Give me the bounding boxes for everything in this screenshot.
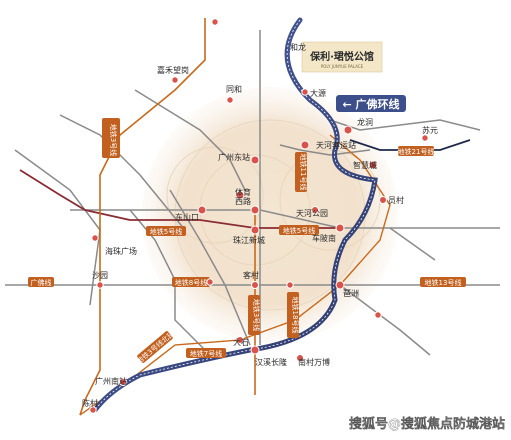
label-line13: 地铁13号线 xyxy=(425,278,462,287)
station-long-dong: 龙洞 xyxy=(357,117,373,127)
guangfo-ring-line xyxy=(92,17,378,413)
station-su-yuan: 苏元 xyxy=(422,125,438,135)
label-line7: 地铁7号线 xyxy=(190,349,222,358)
station-dong-chong-wan-bo: 南村万博 xyxy=(298,357,330,367)
station-zhi-hui-cheng: 智慧城 xyxy=(353,160,377,170)
brand-sub: POLY JUNYUE PALACE xyxy=(321,64,364,69)
station-pa-zhou: 琶洲 xyxy=(343,289,359,298)
guangfo-ring-label: ← 广佛环线 xyxy=(342,97,399,111)
brand-logo: 保利·珺悦公馆 POLY JUNYUE PALACE xyxy=(301,41,383,73)
station-tian-he-gong-yuan: 天河公园 xyxy=(296,208,328,218)
line-labels: 地铁3号线 地铁21号线 地铁5号线 地铁5号线 广佛线 地铁8号线 地铁13号… xyxy=(28,118,466,366)
guangfo-ring-callout: ← 广佛环线 xyxy=(336,95,406,112)
label-line5-b: 地铁5号线 xyxy=(283,226,315,235)
brand-name: 保利·珺悦公馆 xyxy=(309,50,374,63)
station-jia-he-wang-gang: 嘉禾望岗 xyxy=(157,65,189,75)
station-da-shi: 大石 xyxy=(233,337,249,347)
label-guangfo: 广佛线 xyxy=(31,278,52,287)
station-chen-cun: 陈村 xyxy=(82,398,98,408)
station-sha-yuan: 沙园 xyxy=(92,271,108,280)
station-han-xi-chang-long: 汉溪长隆 xyxy=(255,357,287,367)
station-tian-he-ke-yun-zhan: 天河客运站 xyxy=(316,140,356,150)
halo-ring-4 xyxy=(166,146,264,244)
station-ke-cun: 客村 xyxy=(243,270,259,280)
label-line3b: 地铁3号线 xyxy=(252,299,261,331)
station-chebei-nan: 车陂南 xyxy=(312,233,336,243)
line-3 xyxy=(79,18,206,416)
label-line5-a: 地铁5号线 xyxy=(150,227,182,236)
label-line3: 地铁3号线 xyxy=(109,124,118,156)
station-guangzhou-nan-zhan: 广州南站 xyxy=(95,376,127,386)
watermark: 搜狐号@搜狐焦点防城港站 xyxy=(349,416,505,432)
station-names: 和龙 嘉禾望岗 同和 大源 龙洞 苏元 天河客运站 广州东站 智慧城 体育西路 … xyxy=(82,42,438,408)
label-line21: 地铁21号线 xyxy=(398,147,435,156)
station-da-yuan: 大源 xyxy=(310,88,326,98)
station-tong-he: 同和 xyxy=(226,85,242,94)
station-he-long: 和龙 xyxy=(290,42,306,52)
label-line11: 地铁11号线 xyxy=(299,154,308,191)
station-ti-yu-xi-lu: 体育西路 xyxy=(235,187,251,206)
station-hai-bang-guang-chang: 海珠广场 xyxy=(105,246,137,256)
station-dong-shan-kou: 东山口 xyxy=(175,212,199,222)
label-line18: 地铁18号线 xyxy=(291,297,300,334)
station-zhu-jiang-xin-cheng: 珠江新城 xyxy=(233,235,265,245)
station-markers xyxy=(89,18,429,414)
label-line8: 地铁8号线 xyxy=(175,278,207,287)
station-guangzhou-dong-zhan: 广州东站 xyxy=(218,152,250,162)
station-yu-cun: 员村 xyxy=(388,195,404,205)
